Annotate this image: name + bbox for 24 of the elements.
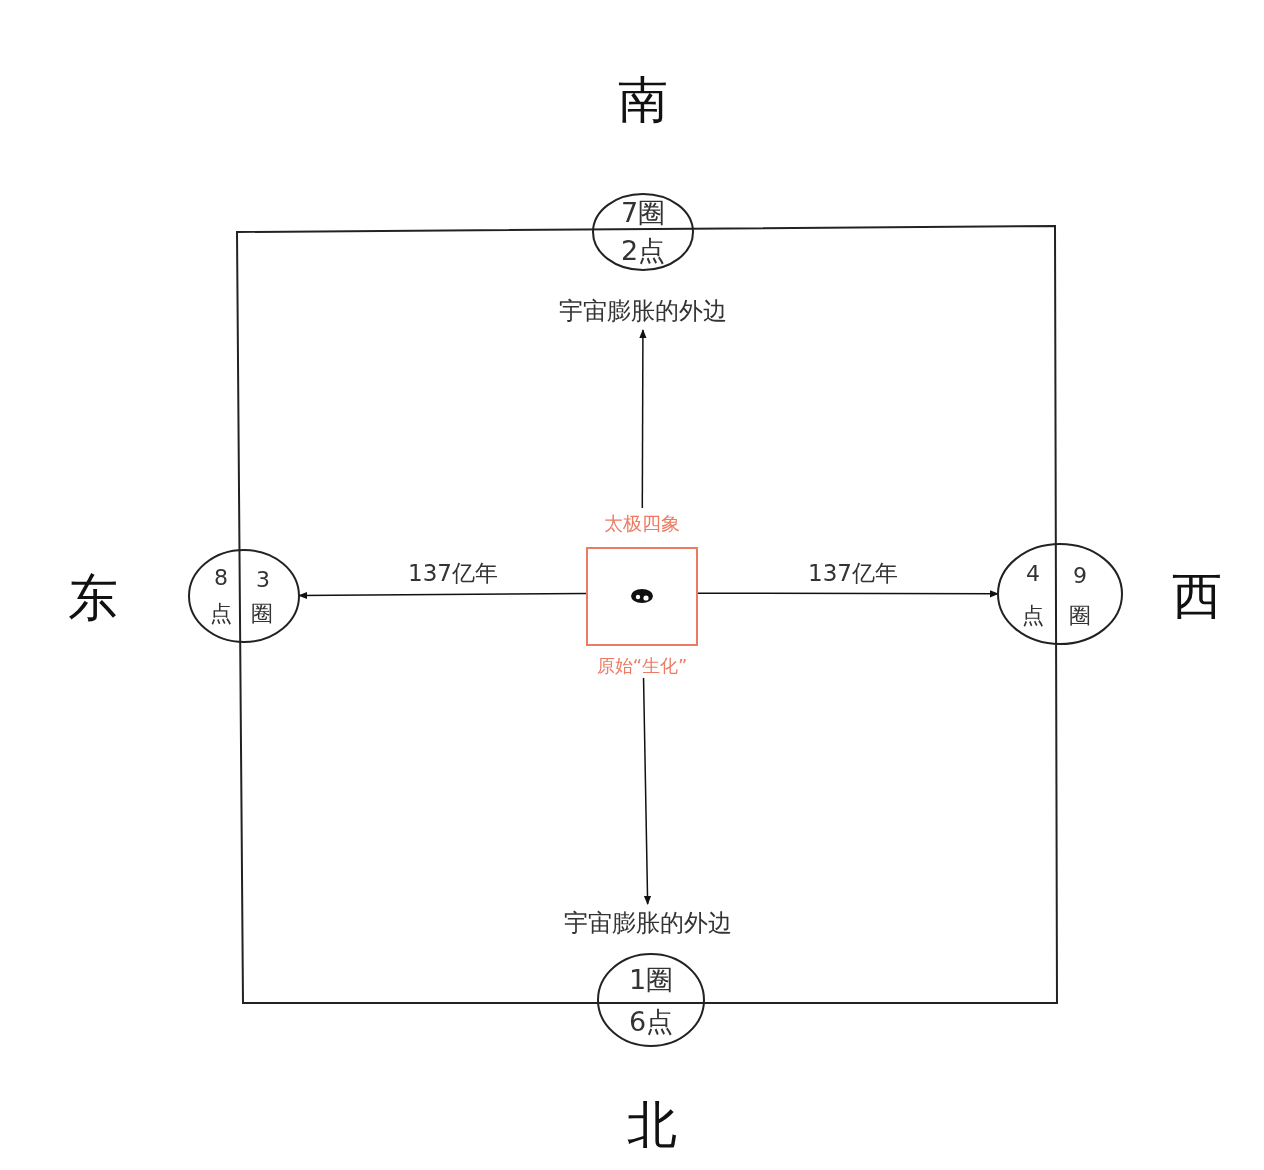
arrow [697, 590, 999, 598]
arrow [639, 329, 647, 509]
box-caption: 原始“生化” [596, 657, 688, 675]
circle-text: 2点 [620, 236, 666, 264]
direction-label: 南 [618, 75, 668, 125]
direction-label: 北 [627, 1100, 677, 1150]
circle-text: 圈 [1069, 605, 1091, 627]
circle-text: 点 [1022, 605, 1044, 627]
circle-text: 圈 [251, 603, 273, 625]
arrow [642, 677, 652, 905]
direction-label: 东 [68, 573, 118, 623]
circle-text: 点 [210, 603, 232, 625]
text-label: 宇宙膨胀的外边 [543, 296, 743, 326]
circle-text: 1圈 [628, 965, 674, 993]
circle-text: 6点 [628, 1007, 674, 1035]
circle-text: 7圈 [620, 198, 666, 226]
circle-text: 9 [1073, 565, 1087, 587]
circle-text: 8 [214, 567, 228, 589]
text-label: 宇宙膨胀的外边 [548, 908, 748, 938]
circle-text: 4 [1026, 563, 1040, 585]
direction-label: 西 [1172, 571, 1222, 621]
circle-text: 3 [256, 569, 270, 591]
box-heading: 太极四象 [604, 513, 680, 533]
arrow [298, 591, 587, 600]
